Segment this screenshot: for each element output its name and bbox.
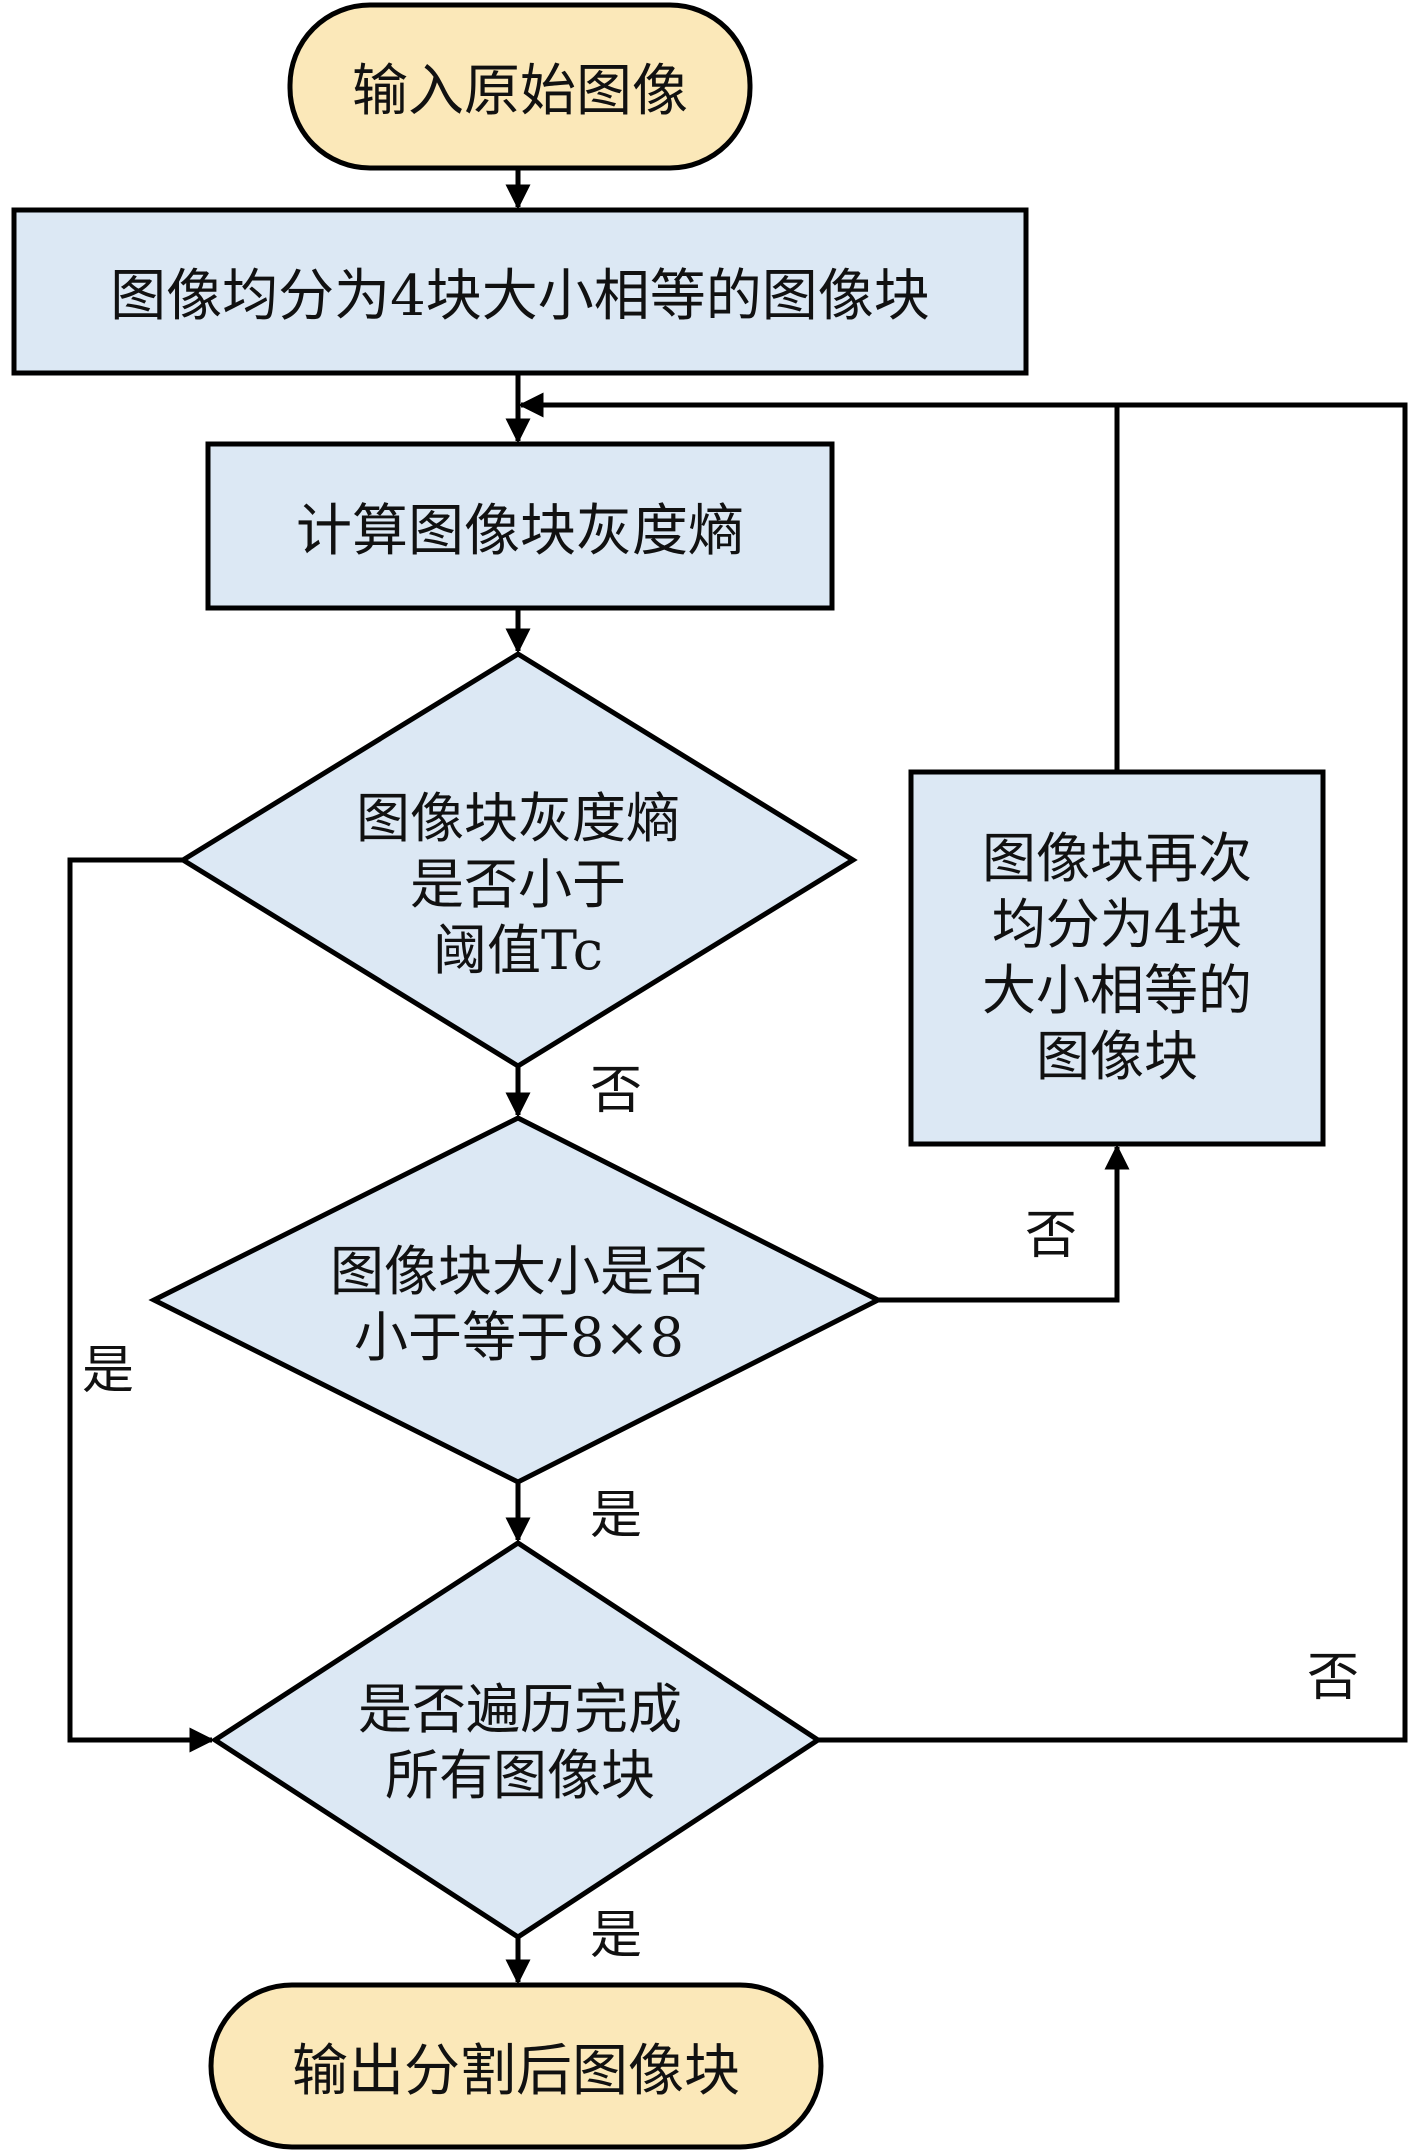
compute-entropy-box [205, 441, 835, 611]
split-again-line-4: 图像块 [1036, 1024, 1198, 1088]
entropy-no-label: 否 [590, 1061, 643, 1121]
split-initial-label: 图像均分为4块大小相等的图像块 [110, 264, 930, 329]
split-again-label: 图像块再次 均分为4块 大小相等的 图像块 [911, 772, 1323, 1144]
arrow-traverse-no-loop [818, 402, 1408, 1743]
end-label: 输出分割后图像块 [292, 2038, 740, 2104]
arrow-entropy-yes-path [67, 857, 215, 1753]
split-again-line-2: 均分为4块 [991, 893, 1243, 957]
split-initial-box [11, 207, 1029, 376]
size-decision-label: 图像块大小是否 小于等于8×8 [254, 1230, 784, 1380]
compute-entropy-label: 计算图像块灰度熵 [296, 498, 744, 564]
traverse-no-label: 否 [1307, 1648, 1360, 1708]
split-again-line-1: 图像块再次 [982, 827, 1252, 891]
size-yes-label: 是 [590, 1486, 643, 1546]
arrow-size-no-path [878, 1144, 1130, 1303]
size-line-2: 小于等于8×8 [354, 1306, 684, 1369]
entropy-decision-label: 图像块灰度熵 是否小于 阈值Tc [283, 770, 753, 1000]
entropy-line-1: 图像块灰度熵 [356, 787, 680, 851]
entropy-yes-label: 是 [82, 1341, 135, 1401]
traverse-line-1: 是否遍历完成 [358, 1677, 682, 1741]
traverse-line-2: 所有图像块 [385, 1743, 655, 1807]
end-terminal [208, 1982, 824, 2150]
size-line-1: 图像块大小是否 [330, 1240, 708, 1304]
traverse-yes-label: 是 [590, 1906, 643, 1966]
entropy-line-2: 是否小于 [410, 853, 626, 917]
start-label: 输入原始图像 [352, 59, 688, 124]
split-again-line-3: 大小相等的 [982, 959, 1252, 1022]
entropy-line-3: 阈值Tc [432, 918, 604, 982]
traverse-decision-label: 是否遍历完成 所有图像块 [295, 1665, 745, 1820]
size-no-label: 否 [1025, 1206, 1078, 1266]
